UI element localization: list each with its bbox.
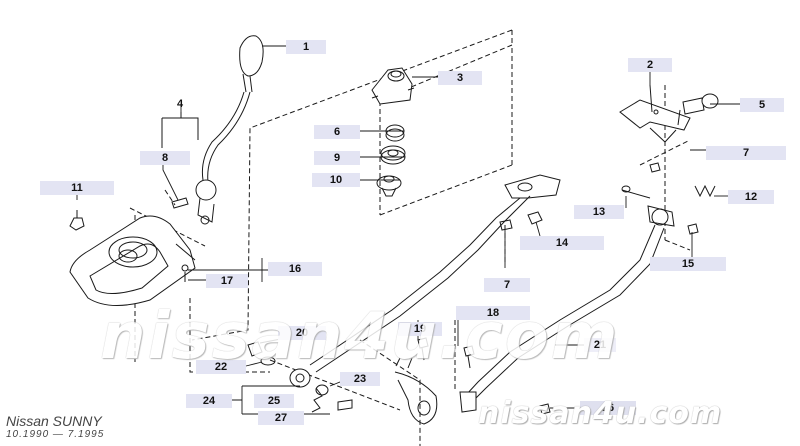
callout-18: 18 <box>456 306 530 320</box>
callout-23: 23 <box>340 372 380 386</box>
bracket-2 <box>619 84 691 143</box>
callout-8: 8 <box>140 151 190 165</box>
part-3-mount <box>371 67 415 105</box>
callout-21: 21 <box>584 338 616 352</box>
callout-16: 16 <box>268 262 322 276</box>
callout-12: 12 <box>728 190 774 204</box>
callout-6: 6 <box>314 125 360 139</box>
callout-1: 1 <box>286 40 326 54</box>
callout-7-top: 7 <box>706 146 786 160</box>
callout-17: 17 <box>206 274 248 288</box>
callout-24: 24 <box>186 394 232 408</box>
watermark-corner: nissan4u.com <box>478 396 723 431</box>
model-name: Nissan SUNNY <box>6 413 102 429</box>
callout-10: 10 <box>312 173 360 187</box>
callout-22: 22 <box>196 360 246 374</box>
callout-3: 3 <box>438 71 482 85</box>
callout-25: 25 <box>254 394 294 408</box>
shift-knob <box>239 35 264 77</box>
shift-lever <box>201 91 251 183</box>
callout-27: 27 <box>258 411 304 425</box>
callout-20: 20 <box>278 326 326 340</box>
callout-4: 4 <box>176 98 184 110</box>
callout-2: 2 <box>628 58 672 72</box>
callout-13: 13 <box>574 205 624 219</box>
callout-7-bottom: 7 <box>484 278 530 292</box>
callout-5: 5 <box>740 98 784 112</box>
control-rod-7 <box>289 174 561 388</box>
shift-housing <box>69 215 196 307</box>
callout-9: 9 <box>314 151 360 165</box>
model-years: 10.1990 — 7.1995 <box>6 429 105 440</box>
callout-26: 26 <box>580 401 636 415</box>
callout-14: 14 <box>520 236 604 250</box>
callout-19: 19 <box>398 322 442 336</box>
callout-15: 15 <box>650 257 726 271</box>
callout-11: 11 <box>40 181 114 195</box>
watermark-center: nissan4u.com <box>100 300 620 374</box>
